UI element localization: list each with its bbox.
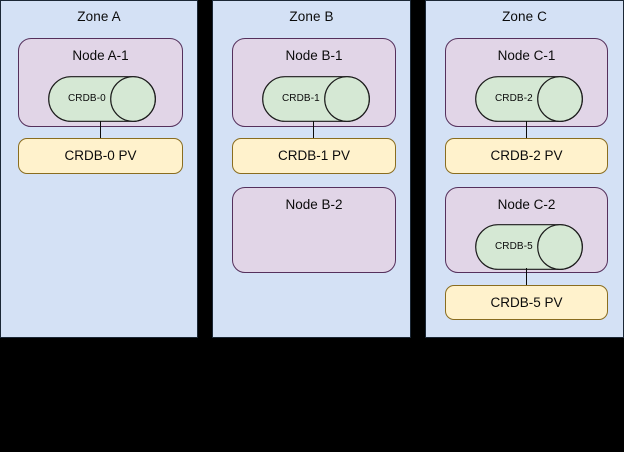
- database-cylinder-crdb-1: CRDB-1: [262, 76, 370, 122]
- connector-node-c-1-to-crdb-2-pv: [526, 121, 527, 139]
- database-cylinder-crdb-2: CRDB-2: [475, 76, 583, 122]
- pv-crdb-2: CRDB-2 PV: [445, 138, 608, 174]
- zone-b-title: Zone B: [289, 9, 334, 24]
- zone-c: Zone C Node C-1 CRDB-2 CRDB-2 PV Node C-…: [425, 0, 624, 338]
- database-cylinder-crdb-0: CRDB-0: [48, 76, 156, 122]
- node-a-1-title: Node A-1: [72, 48, 129, 63]
- pv-crdb-2-label: CRDB-2 PV: [490, 148, 563, 163]
- database-cylinder-crdb-5: CRDB-5: [475, 224, 583, 270]
- node-a-1: Node A-1 CRDB-0: [18, 38, 183, 127]
- pv-crdb-5-label: CRDB-5 PV: [490, 294, 563, 310]
- node-c-1-title: Node C-1: [497, 48, 556, 63]
- node-b-2-title: Node B-2: [285, 197, 343, 212]
- zone-a-title: Zone A: [77, 9, 121, 24]
- pv-crdb-0: CRDB-0 PV: [18, 138, 183, 174]
- node-c-1: Node C-1 CRDB-2: [445, 38, 608, 127]
- node-b-2: Node B-2: [232, 187, 396, 273]
- pv-crdb-5: CRDB-5 PV: [445, 285, 608, 320]
- pv-crdb-1: CRDB-1 PV: [232, 138, 396, 174]
- node-b-1: Node B-1 CRDB-1: [232, 38, 396, 127]
- pv-crdb-0-label: CRDB-0 PV: [64, 148, 137, 163]
- pv-crdb-1-label: CRDB-1 PV: [277, 148, 350, 163]
- zone-c-title: Zone C: [502, 9, 547, 24]
- node-c-2: Node C-2 CRDB-5: [445, 187, 608, 273]
- connector-node-c-2-to-crdb-5-pv: [526, 268, 527, 286]
- node-b-1-title: Node B-1: [285, 48, 343, 63]
- zone-b: Zone B Node B-1 CRDB-1 CRDB-1 PV Node B-…: [212, 0, 411, 338]
- zone-a: Zone A Node A-1 CRDB-0 CRDB-0 PV: [0, 0, 198, 338]
- connector-node-a-1-to-crdb-0-pv: [100, 121, 101, 139]
- node-c-2-title: Node C-2: [497, 197, 556, 212]
- connector-node-b-1-to-crdb-1-pv: [313, 121, 314, 139]
